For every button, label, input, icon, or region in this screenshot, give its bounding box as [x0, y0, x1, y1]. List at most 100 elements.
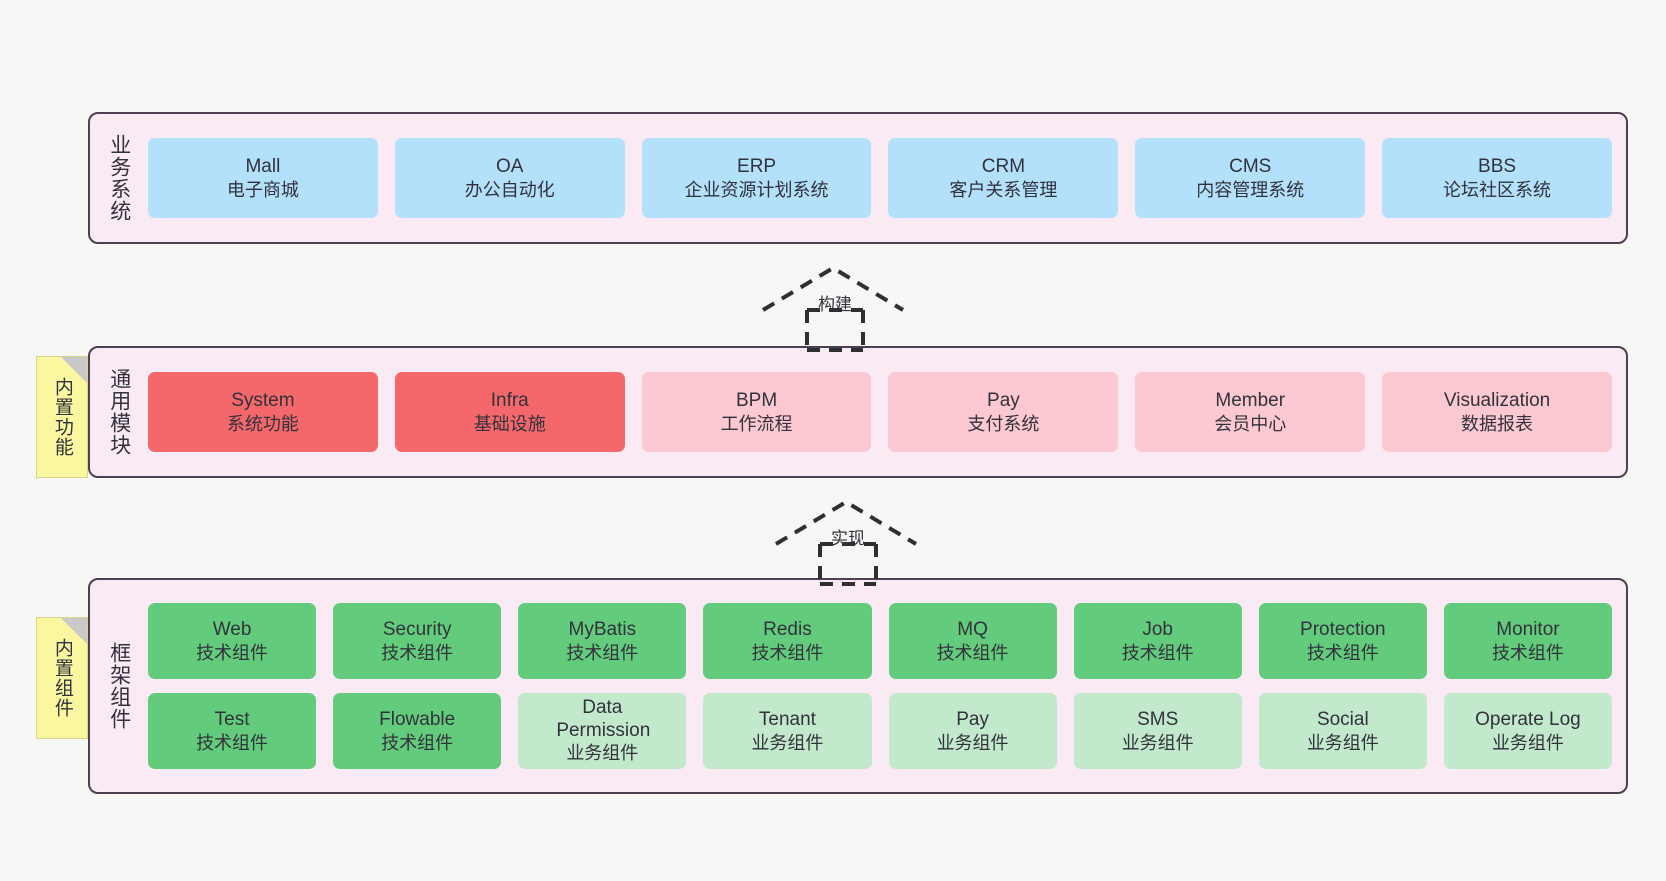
card-subtitle: 办公自动化 [464, 179, 555, 200]
card-subtitle: 业务组件 [1306, 732, 1379, 753]
card-title: Monitor [1496, 618, 1560, 640]
card-redis[interactable]: Redis 技术组件 [703, 603, 872, 679]
card-subtitle: 客户关系管理 [949, 179, 1058, 200]
card-bpm[interactable]: BPM 工作流程 [641, 372, 872, 452]
card-row: Mall 电子商城 OA 办公自动化 ERP 企业资源计划系统 CRM 客户关系… [148, 138, 1612, 218]
card-tenant[interactable]: Tenant 业务组件 [703, 693, 872, 769]
connector-implement: 实现 [768, 496, 928, 586]
card-subtitle: 技术组件 [1306, 642, 1379, 663]
card-subtitle: 技术组件 [196, 642, 269, 663]
card-title: Redis [763, 618, 812, 640]
card-mall[interactable]: Mall 电子商城 [148, 138, 378, 218]
card-oa[interactable]: OA 办公自动化 [394, 138, 625, 218]
card-protection[interactable]: Protection 技术组件 [1258, 603, 1427, 679]
card-subtitle: 工作流程 [720, 413, 793, 434]
sticky-note-builtin-function: 内置功能 [36, 356, 88, 478]
card-title: Web [212, 618, 252, 640]
layer-title-business: 业务系统 [107, 134, 131, 222]
card-subtitle: 业务组件 [936, 732, 1009, 753]
card-subtitle: 业务组件 [1491, 732, 1564, 753]
layer-title-modules: 通用模块 [107, 368, 131, 456]
card-job[interactable]: Job 技术组件 [1073, 603, 1242, 679]
card-crm[interactable]: CRM 客户关系管理 [888, 138, 1119, 218]
card-social[interactable]: Social 业务组件 [1258, 693, 1427, 769]
layer-modules: 通用模块 System 系统功能 Infra 基础设施 BPM 工作流程 Pay… [88, 346, 1628, 478]
sticky-note-label: 内置组件 [51, 638, 73, 718]
card-erp[interactable]: ERP 企业资源计划系统 [641, 138, 872, 218]
card-flowable[interactable]: Flowable 技术组件 [333, 693, 502, 769]
card-pay-component[interactable]: Pay 业务组件 [888, 693, 1057, 769]
card-mq[interactable]: MQ 技术组件 [888, 603, 1057, 679]
card-visualization[interactable]: Visualization 数据报表 [1382, 372, 1612, 452]
card-web[interactable]: Web 技术组件 [148, 603, 317, 679]
card-system[interactable]: System 系统功能 [148, 372, 378, 452]
sticky-note-label: 内置功能 [51, 377, 73, 457]
card-title: Pay [987, 389, 1020, 411]
card-title: Visualization [1443, 389, 1551, 411]
layer-framework: 框架组件 Web 技术组件 Security 技术组件 MyBatis 技术组件… [88, 578, 1628, 794]
card-subtitle: 数据报表 [1461, 413, 1534, 434]
card-data-permission[interactable]: Data Permission 业务组件 [518, 693, 687, 769]
card-subtitle: 技术组件 [1491, 642, 1564, 663]
card-subtitle: 技术组件 [936, 642, 1009, 663]
card-subtitle: 技术组件 [381, 642, 454, 663]
card-title: Tenant [758, 708, 816, 730]
card-title: ERP [737, 155, 777, 177]
card-title: Test [214, 708, 250, 730]
sticky-note-builtin-component: 内置组件 [36, 617, 88, 739]
card-monitor[interactable]: Monitor 技术组件 [1443, 603, 1612, 679]
card-title: Job [1142, 618, 1173, 640]
card-title: OA [496, 155, 524, 177]
layer-title-framework: 框架组件 [107, 642, 131, 730]
card-test[interactable]: Test 技术组件 [148, 693, 317, 769]
card-title: CMS [1229, 155, 1272, 177]
card-title: MyBatis [568, 618, 637, 640]
card-title: Social [1316, 708, 1369, 730]
card-subtitle: 技术组件 [196, 732, 269, 753]
card-title: Operate Log [1475, 708, 1581, 730]
card-subtitle: 技术组件 [751, 642, 824, 663]
card-mybatis[interactable]: MyBatis 技术组件 [518, 603, 687, 679]
card-row: Web 技术组件 Security 技术组件 MyBatis 技术组件 Redi… [148, 603, 1612, 679]
card-infra[interactable]: Infra 基础设施 [394, 372, 625, 452]
card-cms[interactable]: CMS 内容管理系统 [1135, 138, 1366, 218]
card-subtitle: 电子商城 [226, 179, 299, 200]
card-subtitle: 支付系统 [967, 413, 1040, 434]
card-title: Flowable [379, 708, 456, 730]
card-title: System [231, 389, 295, 411]
card-operate-log[interactable]: Operate Log 业务组件 [1443, 693, 1612, 769]
card-subtitle: 系统功能 [226, 413, 299, 434]
card-member[interactable]: Member 会员中心 [1135, 372, 1366, 452]
card-title: Security [382, 618, 452, 640]
card-subtitle: 会员中心 [1214, 413, 1287, 434]
connector-label: 构建 [818, 295, 852, 314]
arrowhead-outline [774, 499, 918, 546]
card-sms[interactable]: SMS 业务组件 [1073, 693, 1242, 769]
card-subtitle: 内容管理系统 [1196, 179, 1305, 200]
card-row: System 系统功能 Infra 基础设施 BPM 工作流程 Pay 支付系统… [148, 372, 1612, 452]
card-subtitle: 技术组件 [381, 732, 454, 753]
card-title: CRM [981, 155, 1026, 177]
card-title: Protection [1300, 618, 1386, 640]
card-bbs[interactable]: BBS 论坛社区系统 [1382, 138, 1612, 218]
card-title: Infra [490, 389, 529, 411]
card-subtitle: 论坛社区系统 [1443, 179, 1552, 200]
card-title: BPM [735, 389, 778, 411]
card-security[interactable]: Security 技术组件 [333, 603, 502, 679]
card-subtitle: 业务组件 [751, 732, 824, 753]
card-subtitle: 业务组件 [1121, 732, 1194, 753]
card-title: Member [1215, 389, 1286, 411]
connector-build: 构建 [755, 262, 915, 352]
card-title: MQ [957, 618, 988, 640]
card-pay[interactable]: Pay 支付系统 [888, 372, 1119, 452]
layer-body-business: Mall 电子商城 OA 办公自动化 ERP 企业资源计划系统 CRM 客户关系… [148, 114, 1626, 242]
layer-body-modules: System 系统功能 Infra 基础设施 BPM 工作流程 Pay 支付系统… [148, 348, 1626, 476]
layer-body-framework: Web 技术组件 Security 技术组件 MyBatis 技术组件 Redi… [148, 580, 1626, 792]
card-title: Pay [956, 708, 989, 730]
card-subtitle: 技术组件 [1121, 642, 1194, 663]
card-subtitle: 基础设施 [473, 413, 546, 434]
card-title: Data Permission [556, 697, 651, 741]
card-subtitle: 业务组件 [566, 743, 639, 764]
arrowhead-outline [761, 265, 905, 312]
